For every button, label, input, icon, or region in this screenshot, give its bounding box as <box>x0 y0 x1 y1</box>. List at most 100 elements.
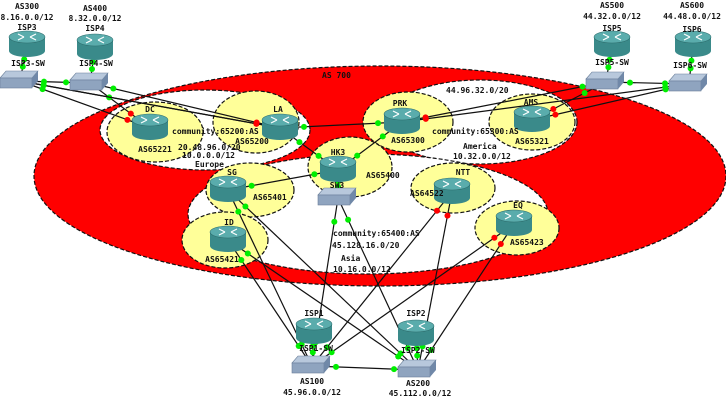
router-ntt[interactable] <box>433 177 471 204</box>
router-hk3[interactable] <box>319 155 357 182</box>
as700-label: AS 700 <box>322 71 351 80</box>
europe-name: Europe <box>195 160 224 169</box>
switch-side <box>102 73 108 90</box>
eq-name-label: EQ <box>513 201 523 210</box>
router-top <box>295 317 333 331</box>
switch-isp1sw[interactable] <box>291 355 331 374</box>
router-top <box>513 105 551 119</box>
switch-icon <box>668 80 702 92</box>
switch-sw3[interactable] <box>317 187 357 206</box>
router-bottom <box>296 332 332 344</box>
isp5-as-label: AS500 <box>600 1 624 10</box>
europe-prefix-2: 10.0.0.0/12 <box>182 151 235 160</box>
link-la-prk[interactable] <box>279 121 403 129</box>
link-status-eq <box>491 234 498 241</box>
isp2sw-label: ISP2-SW <box>401 346 435 355</box>
prk-name-label: PRK <box>393 99 408 108</box>
router-isp6[interactable] <box>674 30 712 57</box>
switch-icon <box>317 194 351 206</box>
router-la[interactable] <box>261 113 299 140</box>
link-ntt-isp1sw[interactable] <box>311 191 453 367</box>
sg-name-label: SG <box>227 168 237 177</box>
isp5-name-label: ISP5 <box>602 24 621 33</box>
link-status-prk <box>375 120 382 127</box>
link-status-isp6 <box>688 57 695 64</box>
ntt-name-label: NTT <box>456 168 471 177</box>
link-eq-isp1sw[interactable] <box>311 223 515 367</box>
isp4-prefix-label: 8.32.0.0/12 <box>69 14 122 23</box>
europe-prefix-1: 20.48.96.0/20 <box>178 143 241 152</box>
switch-isp5sw[interactable] <box>585 71 625 90</box>
router-top <box>397 319 435 333</box>
switch-isp6sw[interactable] <box>668 73 708 92</box>
link-status-prk <box>379 133 386 140</box>
link-isp4sw-la[interactable] <box>89 82 281 129</box>
switch-top <box>397 359 437 368</box>
link-id-isp2sw[interactable] <box>227 239 419 371</box>
link-status-id <box>238 256 245 263</box>
switch-isp3sw[interactable] <box>0 70 39 89</box>
isp1-prefix-label: 45.96.0.0/12 <box>283 388 341 397</box>
router-isp1[interactable] <box>295 317 333 344</box>
router-ams[interactable] <box>513 105 551 132</box>
link-status-la <box>300 123 307 130</box>
link-sg-isp2sw[interactable] <box>227 189 419 371</box>
switch-isp4sw[interactable] <box>69 72 109 91</box>
link-status-isp1sw <box>295 343 302 350</box>
link-eq-isp2sw[interactable] <box>417 223 515 371</box>
isp6sw-label: ISP6-SW <box>673 61 707 70</box>
switch-isp2sw[interactable] <box>397 359 437 378</box>
isp3-prefix-label: 8.16.0.0/12 <box>1 13 54 22</box>
router-bottom <box>514 120 550 132</box>
router-isp4[interactable] <box>76 33 114 60</box>
ntt-as-label: AS64522 <box>410 189 444 198</box>
router-prk[interactable] <box>383 107 421 134</box>
link-status-id <box>244 250 251 257</box>
router-top <box>495 209 533 223</box>
isp6-name-label: ISP6 <box>682 25 701 34</box>
link-isp6sw-prk[interactable] <box>401 83 690 123</box>
sw3-label: SW3 <box>330 181 345 190</box>
link-isp3sw-la[interactable] <box>19 80 281 129</box>
router-bottom <box>132 128 168 140</box>
link-status-hk3 <box>311 171 318 178</box>
link-status-isp2sw <box>395 353 402 360</box>
isp3-as-label: AS300 <box>15 2 39 11</box>
router-dc[interactable] <box>131 113 169 140</box>
link-status-ntt <box>444 212 451 219</box>
router-bottom <box>320 170 356 182</box>
router-arrows-icon <box>328 158 348 166</box>
hk3-as-label: AS65400 <box>366 171 400 180</box>
id-as-label: AS65421 <box>205 255 239 264</box>
router-bottom <box>77 48 113 60</box>
router-arrows-icon <box>602 33 622 41</box>
link-isp5sw-prk[interactable] <box>401 81 607 123</box>
isp3-name-label: ISP3 <box>17 23 36 32</box>
link-status-isp1 <box>310 342 317 349</box>
isp1-as-label: AS100 <box>300 377 324 386</box>
router-isp5[interactable] <box>593 30 631 57</box>
router-arrows-icon <box>17 33 37 41</box>
router-arrows-icon <box>406 322 426 330</box>
asia-prefix-1: 45.128.16.0/20 <box>332 241 400 250</box>
switch-icon <box>585 78 619 90</box>
router-eq[interactable] <box>495 209 533 236</box>
isp2-prefix-label: 45.112.0.0/12 <box>389 389 452 398</box>
switch-side <box>32 71 38 88</box>
link-status-isp4sw <box>63 79 70 86</box>
link-status-ams <box>550 106 557 113</box>
link-hk3-sg[interactable] <box>227 169 339 191</box>
link-status-isp2sw <box>428 346 435 353</box>
router-isp2[interactable] <box>397 319 435 346</box>
link-status-la <box>296 139 303 146</box>
router-bottom <box>434 192 470 204</box>
router-isp3[interactable] <box>8 30 46 57</box>
router-sg[interactable] <box>209 175 247 202</box>
switch-icon <box>397 366 431 378</box>
router-arrows-icon <box>392 110 412 118</box>
switch-top <box>291 355 331 364</box>
router-id[interactable] <box>209 225 247 252</box>
router-arrows-icon <box>218 178 238 186</box>
isp4-as-label: AS400 <box>83 4 107 13</box>
